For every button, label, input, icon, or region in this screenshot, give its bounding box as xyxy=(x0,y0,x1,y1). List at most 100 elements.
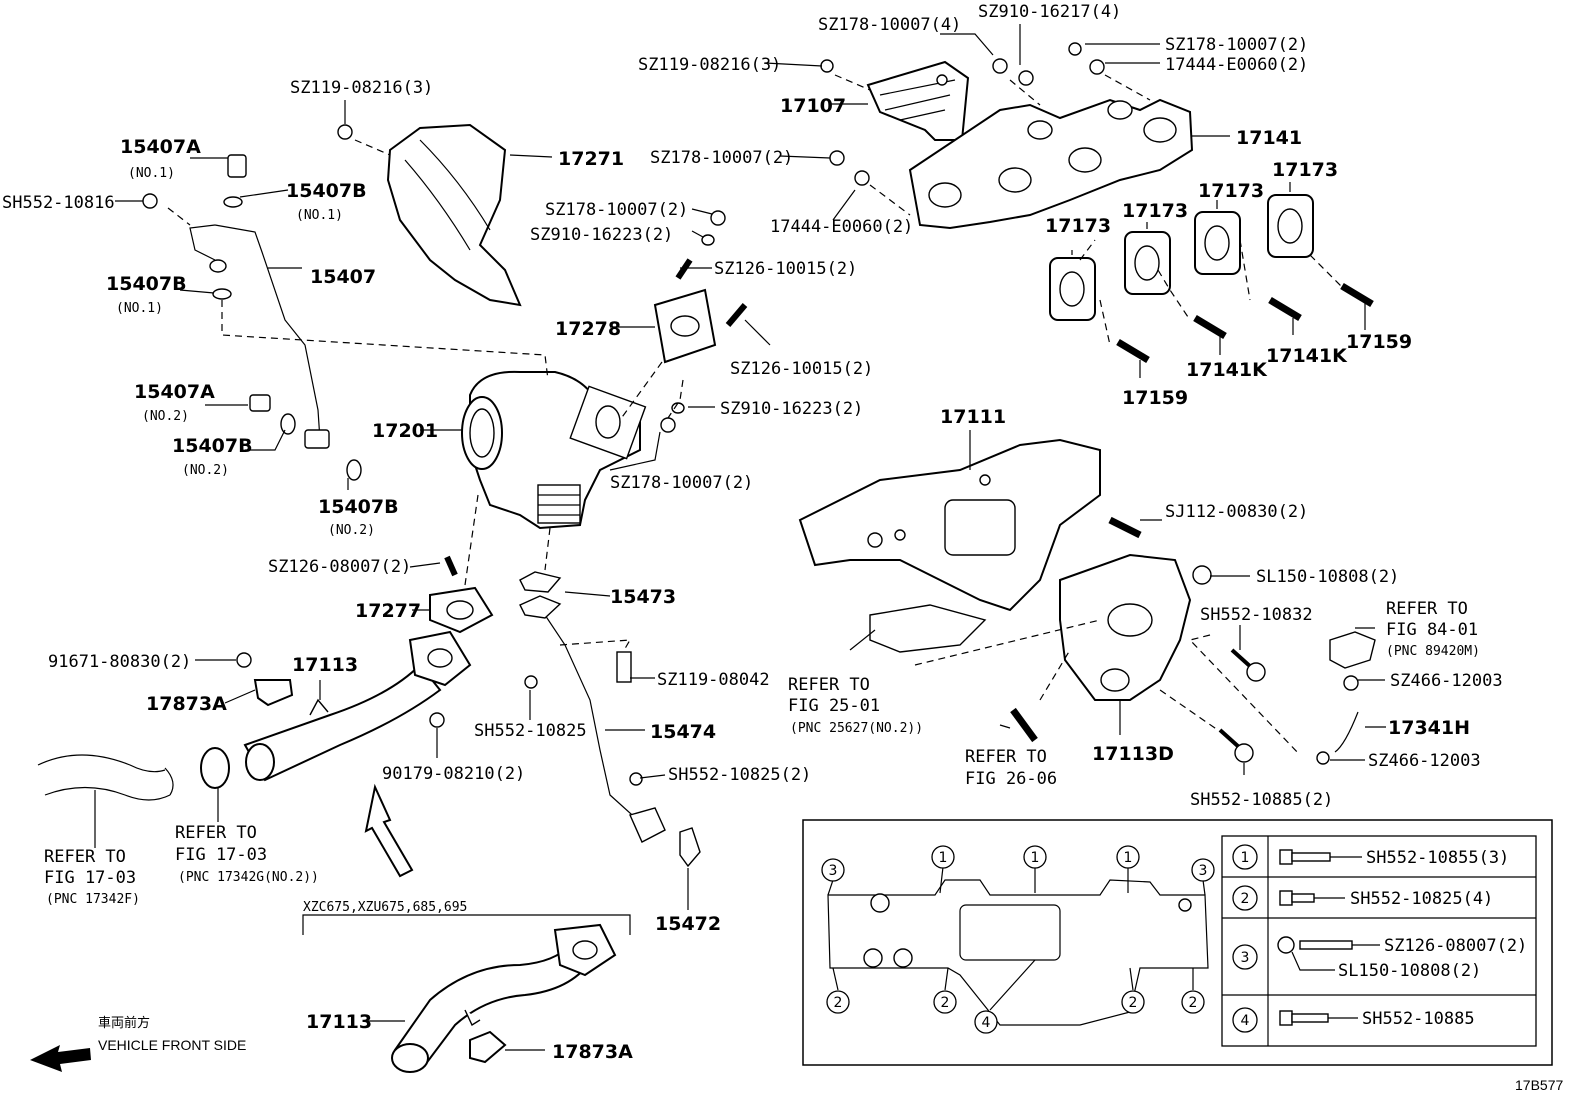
gasket-17277 xyxy=(429,586,494,634)
variant-bracket-line xyxy=(302,914,631,935)
label-15407: 15407 xyxy=(310,266,376,288)
label-15407B-1b: 15407B xyxy=(106,273,187,295)
legend-part-2: SH552-10825(4) xyxy=(1350,889,1493,909)
label-sh552-10832: SH552-10832 xyxy=(1200,605,1313,625)
label-17107: 17107 xyxy=(780,95,846,117)
label-17159-a: 17159 xyxy=(1122,387,1188,409)
label-refer-1703b-line3: (PNC 17342F) xyxy=(46,892,140,907)
label-90179-08210-2: 90179-08210(2) xyxy=(382,764,525,784)
label-sz119-08216-top: SZ119-08216(3) xyxy=(638,55,781,75)
label-vehicle-front-en: VEHICLE FRONT SIDE xyxy=(98,1037,246,1053)
stud-sz126-08007 xyxy=(444,555,458,577)
label-sh552-10885-2: SH552-10885(2) xyxy=(1190,790,1333,810)
label-sj112-00830-2: SJ112-00830(2) xyxy=(1165,502,1308,522)
callout-1b: 1 xyxy=(1031,850,1040,866)
callout-2a: 2 xyxy=(834,995,843,1011)
plug-sz119-08042 xyxy=(616,651,632,683)
label-refer-84-line1: REFER TO xyxy=(1386,599,1468,619)
label-17111: 17111 xyxy=(940,406,1006,428)
label-15407A-1: 15407A xyxy=(120,136,201,158)
gasket-15473 xyxy=(519,571,562,593)
callout-3a: 3 xyxy=(829,863,838,879)
turbo-heat-insulator-17271 xyxy=(386,123,522,307)
bolt-sh552-10825 xyxy=(524,675,538,689)
bolt-sh552-10885 xyxy=(1218,728,1254,763)
hose-17341H xyxy=(1316,675,1359,765)
bolt-legend-panel xyxy=(802,819,1553,1066)
label-sz910-16223-2-c: SZ910-16223(2) xyxy=(530,225,673,245)
legend-callouts: 3 1 1 1 3 2 2 2 2 4 xyxy=(821,845,1215,1034)
label-no1-b: (NO.1) xyxy=(296,208,343,223)
label-sz910-16217-4: SZ910-16217(4) xyxy=(978,2,1121,22)
stud-icon-3 xyxy=(1277,936,1353,954)
label-vehicle-front-jp: 車両前方 xyxy=(98,1015,150,1031)
label-15473: 15473 xyxy=(610,586,676,608)
label-91671-80830-2: 91671-80830(2) xyxy=(48,652,191,672)
label-refer-25-line3: (PNC 25627(NO.2)) xyxy=(790,721,923,736)
label-17113-b: 17113 xyxy=(306,1011,372,1033)
label-refer-1703b-line1: REFER TO xyxy=(44,847,126,867)
gasket-17173-d xyxy=(1267,194,1314,258)
label-17173-a: 17173 xyxy=(1045,215,1111,237)
legend-num-2: 2 xyxy=(1241,891,1250,907)
leader-lines xyxy=(94,24,1386,910)
label-15407B-2b: 15407B xyxy=(318,496,399,518)
label-17873A-b: 17873A xyxy=(552,1041,633,1063)
callout-2d: 2 xyxy=(1189,995,1198,1011)
bolt-icon-4 xyxy=(1279,1010,1329,1026)
label-17271: 17271 xyxy=(558,148,624,170)
bolt-sh552-10825-2 xyxy=(629,772,643,786)
oil-inlet-pipe-15407 xyxy=(189,224,330,449)
label-17444-e0060-2-mid: 17444-E0060(2) xyxy=(770,217,913,237)
callout-3b: 3 xyxy=(1199,863,1208,879)
legend-part-3b: SL150-10808(2) xyxy=(1338,961,1481,981)
bolt-icon-1 xyxy=(1279,849,1331,865)
nut-sl150-10808 xyxy=(1192,565,1212,585)
heat-insulator-17107 xyxy=(866,60,970,141)
callout-1c: 1 xyxy=(1124,850,1133,866)
label-sh552-10816: SH552-10816 xyxy=(2,193,115,213)
label-sz178-10007-2-d: SZ178-10007(2) xyxy=(610,473,753,493)
legend-table: 1 SH552-10855(3) 2 SH552-10825(4) 3 SZ12… xyxy=(1232,844,1527,1033)
stud-refer-26-06 xyxy=(1010,707,1038,743)
oil-return-pipe-15474 xyxy=(519,595,666,843)
label-variant-models: XZC675,XZU675,685,695 xyxy=(303,900,467,915)
label-15407B-1a: 15407B xyxy=(286,180,367,202)
legend-part-3a: SZ126-08007(2) xyxy=(1384,936,1527,956)
legend-num-4: 4 xyxy=(1241,1013,1250,1029)
exhaust-manifold-17141 xyxy=(908,98,1194,230)
label-17201: 17201 xyxy=(372,420,438,442)
label-refer-26-line2: FIG 26-06 xyxy=(965,769,1057,789)
exhaust-pipe-17113D xyxy=(1059,553,1192,701)
label-15474: 15474 xyxy=(650,721,716,743)
label-refer-26-line1: REFER TO xyxy=(965,747,1047,767)
label-sl150-10808-2: SL150-10808(2) xyxy=(1256,567,1399,587)
part-labels: SZ178-10007(4) SZ910-16217(4) SZ178-1000… xyxy=(2,2,1563,1093)
nuts-washers xyxy=(660,42,1105,433)
dashed-lines xyxy=(167,74,1346,756)
vehicle-front-arrow xyxy=(30,1045,91,1072)
nut-90179-08210 xyxy=(429,712,445,728)
label-15472: 15472 xyxy=(655,913,721,935)
label-sz119-08216-left: SZ119-08216(3) xyxy=(290,78,433,98)
bolt-sh552-10816 xyxy=(142,193,158,209)
label-17173-c: 17173 xyxy=(1198,180,1264,202)
studs-sz126-10015 xyxy=(675,258,748,327)
label-17141K-b: 17141K xyxy=(1266,345,1348,367)
exhaust-pipe-17113 xyxy=(243,630,472,782)
label-refer-1703a-line1: REFER TO xyxy=(175,823,257,843)
label-no2-c: (NO.2) xyxy=(328,523,375,538)
callout-4: 4 xyxy=(982,1015,991,1031)
bolt-icon-2 xyxy=(1279,890,1315,906)
union-bolts-15407A xyxy=(227,154,271,412)
callout-1a: 1 xyxy=(939,850,948,866)
label-sh552-10825: SH552-10825 xyxy=(474,721,587,741)
stud-sj112-00830 xyxy=(1108,516,1142,539)
label-sz178-10007-4: SZ178-10007(4) xyxy=(818,15,961,35)
bolt-sh552-10832 xyxy=(1230,648,1266,682)
label-sh552-10825-2: SH552-10825(2) xyxy=(668,765,811,785)
gasket-refer-25-01 xyxy=(869,604,987,653)
gasket-17173-b xyxy=(1124,231,1171,295)
label-17341H: 17341H xyxy=(1388,717,1470,739)
gasket-17173-a xyxy=(1049,257,1096,321)
